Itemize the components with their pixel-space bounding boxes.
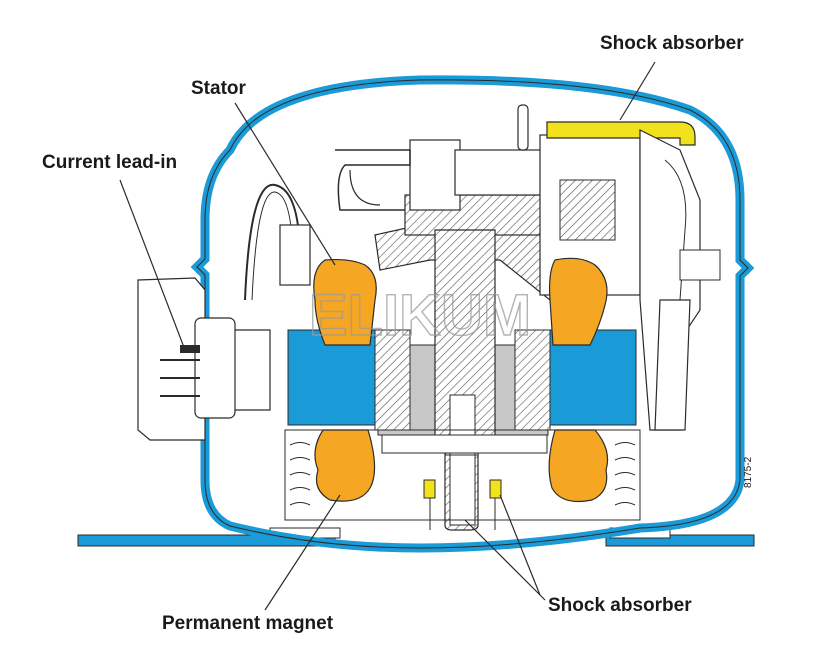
lower-springs [284, 429, 641, 521]
watermark-text: ELIKUM [309, 283, 531, 348]
label-shock-absorber-bottom: Shock absorber [548, 595, 692, 616]
shock-absorber-top [546, 121, 696, 146]
stator-windings [313, 257, 609, 503]
stator-core [287, 329, 637, 426]
figure-number: 8175-2 [743, 456, 754, 488]
label-current-lead-in: Current lead-in [42, 152, 178, 173]
label-shock-absorber-top: Shock absorber [600, 33, 744, 54]
current-lead-in-connector [137, 183, 301, 441]
label-permanent-magnet: Permanent magnet [162, 613, 334, 634]
leader-lines [119, 61, 656, 611]
label-stator: Stator [191, 78, 246, 99]
right-support [639, 129, 721, 431]
shock-absorbers-bottom [423, 479, 502, 530]
crankshaft [381, 229, 548, 531]
housing-shell [190, 75, 755, 553]
